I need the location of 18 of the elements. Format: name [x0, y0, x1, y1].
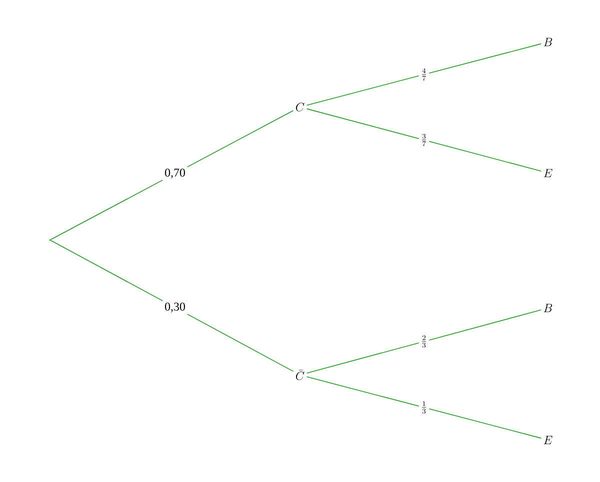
probability-label: 0,30 [162, 300, 188, 314]
branch-line [306, 376, 542, 439]
outcome-label: $B$ [544, 304, 552, 312]
probability-label: $\frac{1}{3}$ [418, 400, 430, 416]
outcome-label: $E$ [544, 436, 552, 444]
outcome-label: $B$ [544, 38, 552, 46]
probability-label: $\frac{4}{7}$ [418, 66, 430, 82]
outcome-label: $\bar{C}$ [296, 370, 304, 380]
branch-line [306, 108, 542, 172]
probability-label: 0,70 [162, 166, 188, 180]
branch-line [50, 240, 294, 372]
outcome-label: $E$ [544, 168, 552, 178]
outcome-label: $C$ [296, 102, 304, 112]
probability-label: $\frac{3}{7}$ [418, 132, 430, 148]
branch-line [306, 43, 542, 106]
branch-line [306, 309, 542, 374]
branch-line [50, 110, 294, 240]
probability-label: $\frac{2}{3}$ [418, 334, 430, 350]
